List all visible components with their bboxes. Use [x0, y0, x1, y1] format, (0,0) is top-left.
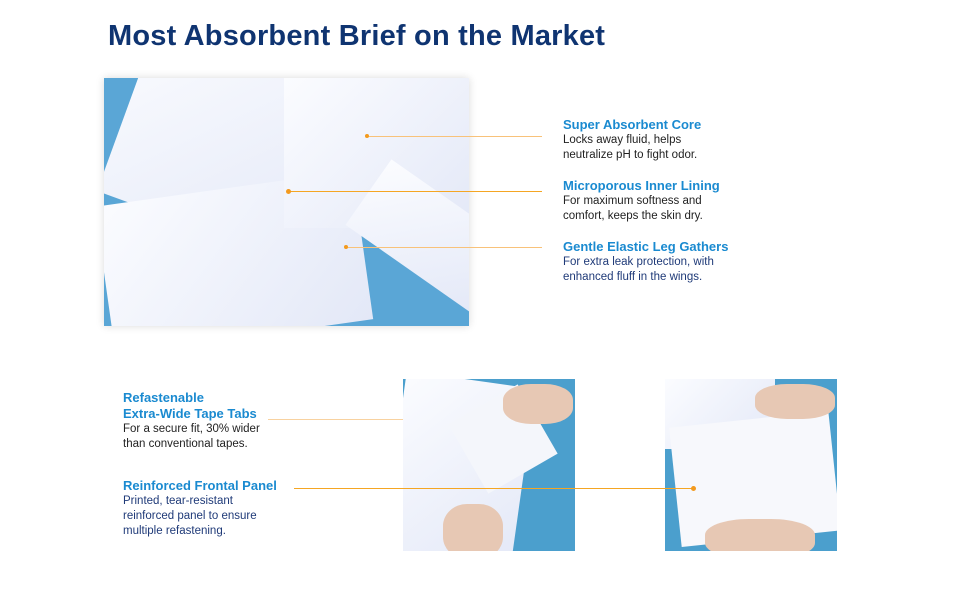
callout-text: For a secure fit, 30% wider: [123, 423, 260, 435]
callout-text: Printed, tear-resistant: [123, 495, 233, 507]
callout-text: comfort, keeps the skin dry.: [563, 210, 703, 222]
callout-text: neutralize pH to fight odor.: [563, 149, 698, 161]
callout-text: than conventional tapes.: [123, 438, 248, 450]
callout-microporous-inner-lining: Microporous Inner Lining For maximum sof…: [563, 178, 720, 224]
callout-heading: Refastenable: [123, 390, 204, 405]
tape-tab-photo: [403, 379, 575, 551]
callout-heading: Gentle Elastic Leg Gathers: [563, 239, 729, 254]
callout-heading: Extra-Wide Tape Tabs: [123, 406, 257, 421]
callout-text: Locks away fluid, helps: [563, 134, 682, 146]
callout-heading: Reinforced Frontal Panel: [123, 478, 277, 493]
callout-frontal-panel: Reinforced Frontal Panel Printed, tear-r…: [123, 478, 277, 539]
callout-super-absorbent-core: Super Absorbent Core Locks away fluid, h…: [563, 117, 701, 163]
callout-text: For maximum softness and: [563, 195, 702, 207]
page-title: Most Absorbent Brief on the Market: [108, 20, 606, 52]
callout-text: For extra leak protection, with: [563, 256, 714, 268]
callout-text: enhanced fluff in the wings.: [563, 271, 703, 283]
callout-text: multiple refastening.: [123, 525, 226, 537]
callout-tape-tabs: Refastenable Extra-Wide Tape Tabs For a …: [123, 390, 260, 452]
callout-text: reinforced panel to ensure: [123, 510, 257, 522]
brief-inner-photo: [104, 78, 469, 326]
frontal-panel-photo: [665, 379, 837, 551]
callout-heading: Super Absorbent Core: [563, 117, 702, 132]
callout-heading: Microporous Inner Lining: [563, 178, 720, 193]
callout-elastic-leg-gathers: Gentle Elastic Leg Gathers For extra lea…: [563, 239, 728, 285]
